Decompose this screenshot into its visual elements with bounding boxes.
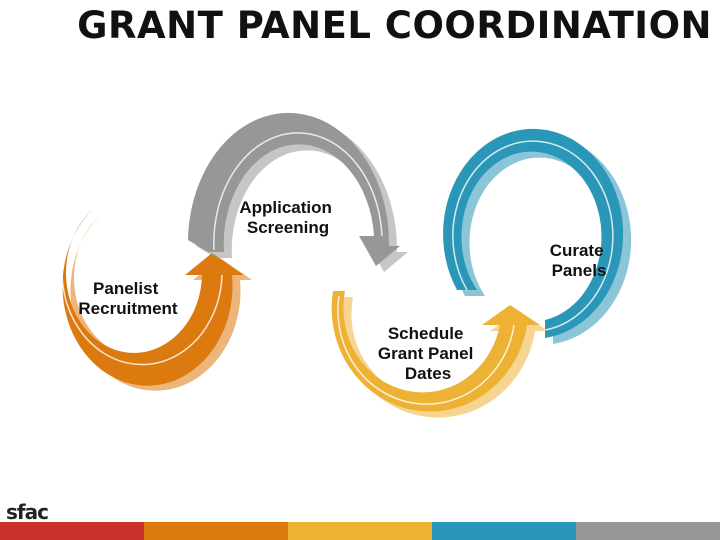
slide-title: GRANT PANEL COORDINATION	[77, 4, 712, 47]
application-screening-label-line-1: Application	[239, 198, 332, 217]
sfac-logo: sfac	[6, 500, 49, 524]
curate-panels-label-line-2: Panels	[552, 261, 607, 280]
footer-segment-gray	[576, 522, 720, 540]
step-application-screening: Application Screening	[188, 112, 408, 272]
panelist-recruitment-label-line-2: Recruitment	[78, 299, 178, 318]
panelist-recruitment-label-line-1: Panelist	[93, 279, 159, 298]
schedule-dates-arrow	[331, 291, 540, 412]
curate-panels-label-line-1: Curate	[550, 241, 604, 260]
footer-segment-teal	[432, 522, 576, 540]
application-screening-arrow	[188, 112, 400, 266]
footer-segment-red	[0, 522, 144, 540]
panelist-recruitment-label: Panelist Recruitment	[78, 279, 178, 318]
schedule-dates-arrow-edge	[337, 295, 515, 405]
schedule-dates-arrow-shadow	[339, 297, 548, 418]
curate-panels-label: Curate Panels	[550, 241, 609, 280]
application-screening-label: Application Screening	[239, 198, 336, 237]
schedule-dates-label-line-1: Schedule	[388, 324, 464, 343]
footer-segment-yellow	[288, 522, 432, 540]
schedule-dates-label: Schedule Grant Panel Dates	[378, 324, 478, 383]
footer-segment-orange	[144, 522, 288, 540]
schedule-dates-label-line-3: Dates	[405, 364, 451, 383]
footer-color-bar	[0, 522, 720, 540]
application-screening-arrow-edge	[213, 132, 383, 251]
application-screening-label-line-2: Screening	[247, 218, 329, 237]
curate-panels-arrow-edge	[452, 140, 614, 331]
schedule-dates-label-line-2: Grant Panel	[378, 344, 473, 363]
panelist-recruitment-arrow-edge	[61, 198, 223, 366]
step-curate-panels: Curate Panels	[443, 128, 632, 344]
curate-panels-arrow	[443, 128, 624, 338]
step-schedule-grant-panel-dates: Schedule Grant Panel Dates	[331, 291, 548, 418]
step-panelist-recruitment: Panelist Recruitment	[61, 190, 252, 391]
